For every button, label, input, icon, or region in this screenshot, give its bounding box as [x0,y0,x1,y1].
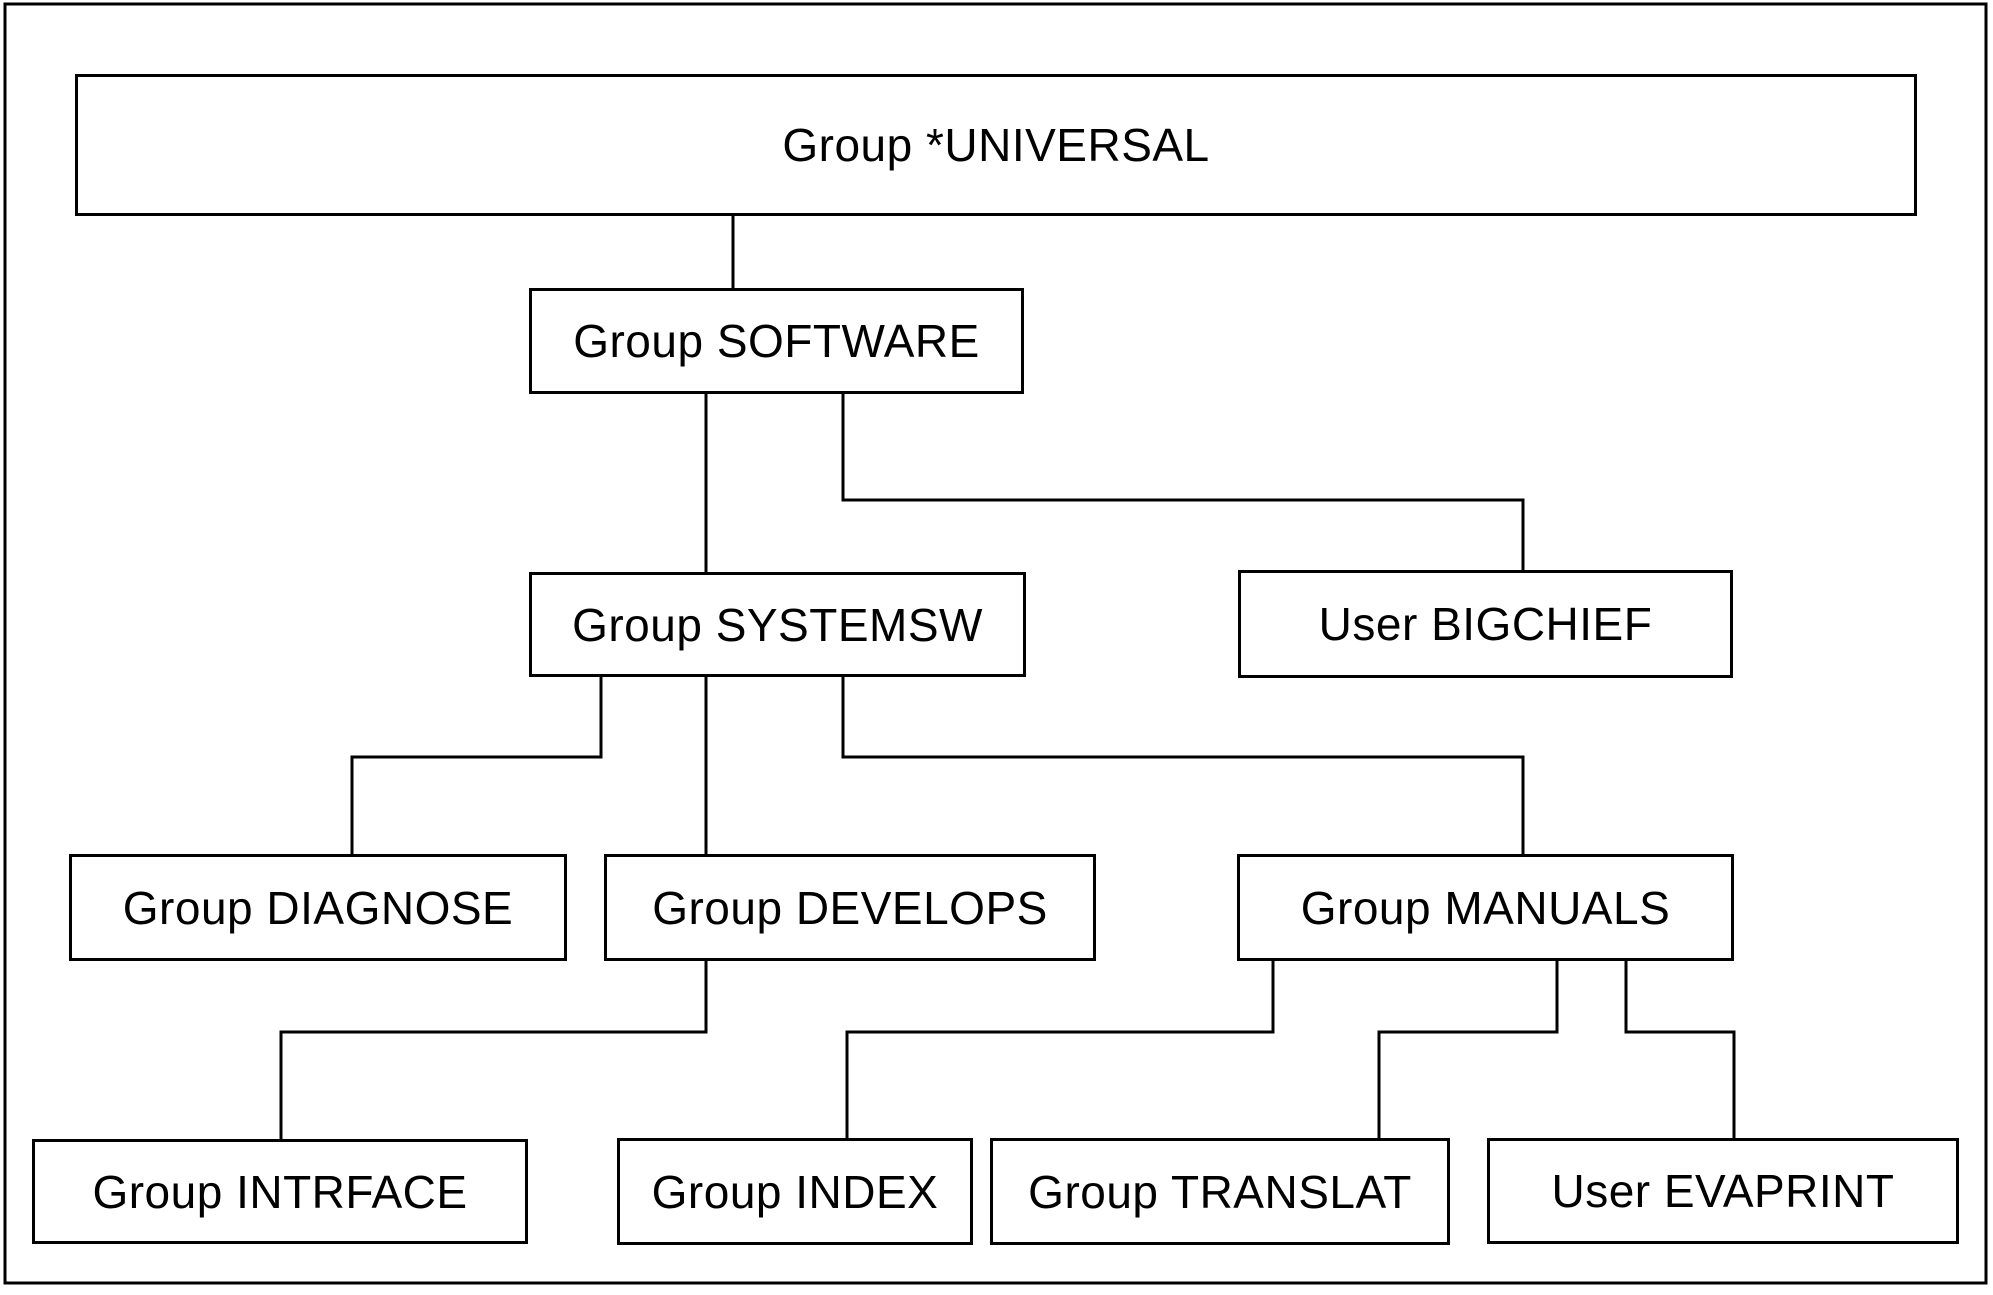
connector-systemsw-diagnose [350,677,603,854]
connector-manuals-evaprint [1624,961,1736,1138]
node-group-software-label: Group SOFTWARE [573,315,980,367]
node-group-develops-label: Group DEVELOPS [652,881,1048,934]
node-group-universal-label: Group *UNIVERSAL [782,119,1210,171]
node-group-diagnose: Group DIAGNOSE [69,854,567,961]
node-group-systemsw-label: Group SYSTEMSW [572,598,983,651]
node-group-manuals-label: Group MANUALS [1300,881,1671,934]
node-user-bigchief: User BIGCHIEF [1238,570,1733,678]
connector-manuals-translat [1377,961,1559,1138]
node-group-universal: Group *UNIVERSAL [75,74,1917,216]
node-group-intrface-label: Group INTRFACE [92,1165,468,1218]
outer-border [3,2,1988,1285]
node-group-systemsw: Group SYSTEMSW [529,572,1026,677]
connector-software-bigchief [841,394,1525,570]
node-group-translat-label: Group TRANSLAT [1028,1165,1412,1218]
node-group-diagnose-label: Group DIAGNOSE [122,881,514,934]
connector-systemsw-manuals [841,677,1525,854]
node-group-develops: Group DEVELOPS [604,854,1096,961]
node-user-evaprint: User EVAPRINT [1487,1138,1959,1244]
node-group-index: Group INDEX [617,1138,973,1245]
connector-manuals-index [845,961,1275,1138]
node-group-translat: Group TRANSLAT [990,1138,1450,1245]
node-group-software: Group SOFTWARE [529,288,1024,394]
node-user-evaprint-label: User EVAPRINT [1551,1165,1895,1217]
node-user-bigchief-label: User BIGCHIEF [1318,598,1653,650]
node-group-index-label: Group INDEX [651,1165,939,1218]
node-group-manuals: Group MANUALS [1237,854,1734,961]
connector-develops-intrface [279,961,708,1139]
node-group-intrface: Group INTRFACE [32,1139,528,1244]
